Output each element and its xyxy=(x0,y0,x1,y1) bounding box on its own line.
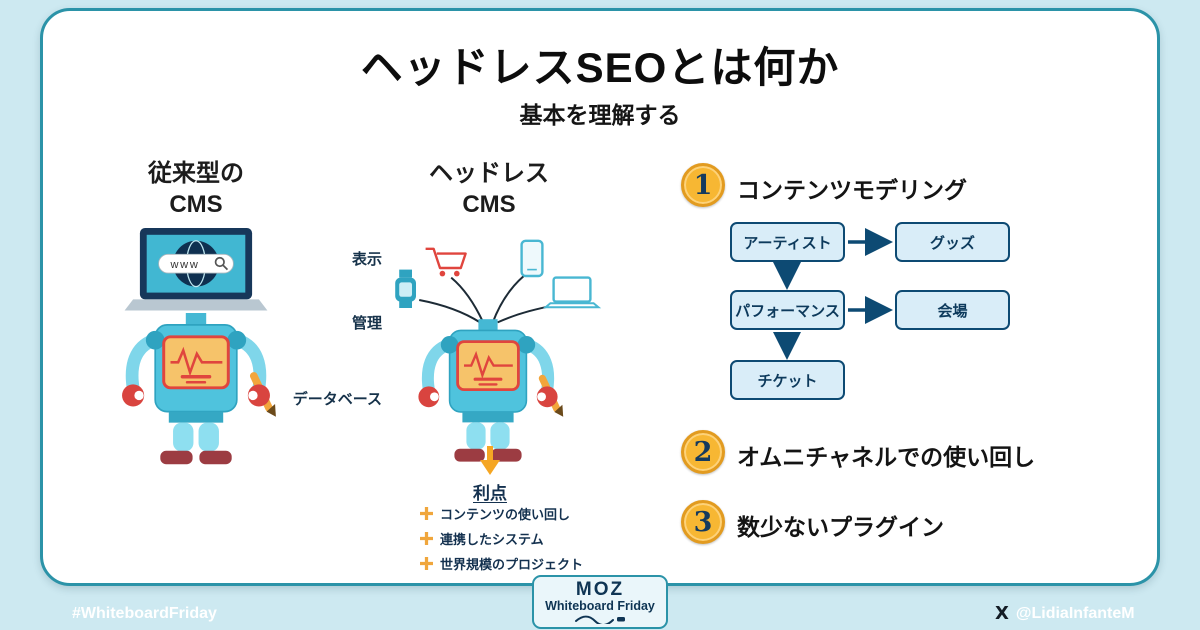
plus-icon xyxy=(420,507,433,520)
shopping-cart-icon xyxy=(425,247,467,277)
stack-label-database: データベース xyxy=(292,391,382,408)
headless-cms-robot-illustration xyxy=(395,239,602,463)
flow-node-venue: 会場 xyxy=(895,290,1010,330)
traditional-cms-label-line1: 従来型の xyxy=(148,160,244,187)
benefit-item: 世界規模のプロジェクト xyxy=(420,554,640,573)
smartwatch-icon xyxy=(395,269,417,308)
point-3-number: 3 xyxy=(693,506,713,538)
content-model-flow: アーティスト グッズ パフォーマンス 会場 チケット xyxy=(690,200,1030,420)
smartphone-icon xyxy=(520,239,544,278)
point-3-label: 数少ないプラグイン xyxy=(737,514,944,540)
benefits-heading: 利点 xyxy=(473,484,507,503)
headless-cms-label-line1: ヘッドレス xyxy=(429,160,549,187)
traditional-cms-robot-illustration: www xyxy=(111,228,281,466)
laptop-icon xyxy=(542,276,602,309)
benefit-text: 連携したシステム xyxy=(440,532,544,547)
x-logo-icon: X xyxy=(995,603,1009,624)
page-title: ヘッドレスSEOとは何か xyxy=(360,44,840,91)
stack-label-display: 表示 xyxy=(351,251,382,268)
moz-brand: MOZ xyxy=(575,579,625,600)
plus-icon xyxy=(420,557,433,570)
flow-arrows xyxy=(773,228,893,360)
search-bar-text: www xyxy=(170,259,200,271)
point-2-badge: 2 xyxy=(681,430,725,474)
robot-body xyxy=(418,319,563,461)
benefits-list: コンテンツの使い回し 連携したシステム 世界規模のプロジェクト xyxy=(420,504,640,573)
headless-cms-label-line2: CMS xyxy=(462,191,516,218)
robot-body xyxy=(122,313,276,464)
benefit-text: コンテンツの使い回し xyxy=(440,507,571,522)
traditional-cms-label-line2: CMS xyxy=(169,191,223,218)
flow-node-ticket: チケット xyxy=(730,360,845,400)
laptop-head: www xyxy=(124,228,268,311)
flow-node-artist: アーティスト xyxy=(730,222,845,262)
channel-wires xyxy=(419,271,557,324)
whiteboard-squiggle-icon xyxy=(575,615,625,624)
point-1-number: 1 xyxy=(693,169,713,201)
stack-label-management: 管理 xyxy=(351,315,382,332)
point-1-badge: 1 xyxy=(681,163,725,207)
headless-cms-header: ヘッドレス CMS xyxy=(394,158,584,220)
magnifier-icon xyxy=(214,256,229,271)
social-handle: X @LidiaInfanteM xyxy=(995,603,1135,624)
benefit-item: コンテンツの使い回し xyxy=(420,504,640,523)
point-3-badge: 3 xyxy=(681,500,725,544)
handle-text: @LidiaInfanteM xyxy=(1015,604,1135,622)
benefit-item: 連携したシステム xyxy=(420,529,640,548)
page-subtitle: 基本を理解する xyxy=(519,102,681,128)
hashtag-text: #WhiteboardFriday xyxy=(72,605,217,622)
down-arrow-icon xyxy=(480,446,500,475)
flow-node-performance: パフォーマンス xyxy=(730,290,845,330)
moz-series-title: Whiteboard Friday xyxy=(545,599,655,613)
point-2-number: 2 xyxy=(693,436,713,468)
plus-icon xyxy=(420,532,433,545)
benefit-text: 世界規模のプロジェクト xyxy=(440,557,584,572)
traditional-cms-header: 従来型の CMS xyxy=(101,158,291,220)
flow-node-goods: グッズ xyxy=(895,222,1010,262)
moz-logo-box: MOZ Whiteboard Friday xyxy=(532,575,668,629)
point-2-label: オムニチャネルでの使い回し xyxy=(737,444,1036,470)
point-1-label: コンテンツモデリング xyxy=(737,177,967,203)
